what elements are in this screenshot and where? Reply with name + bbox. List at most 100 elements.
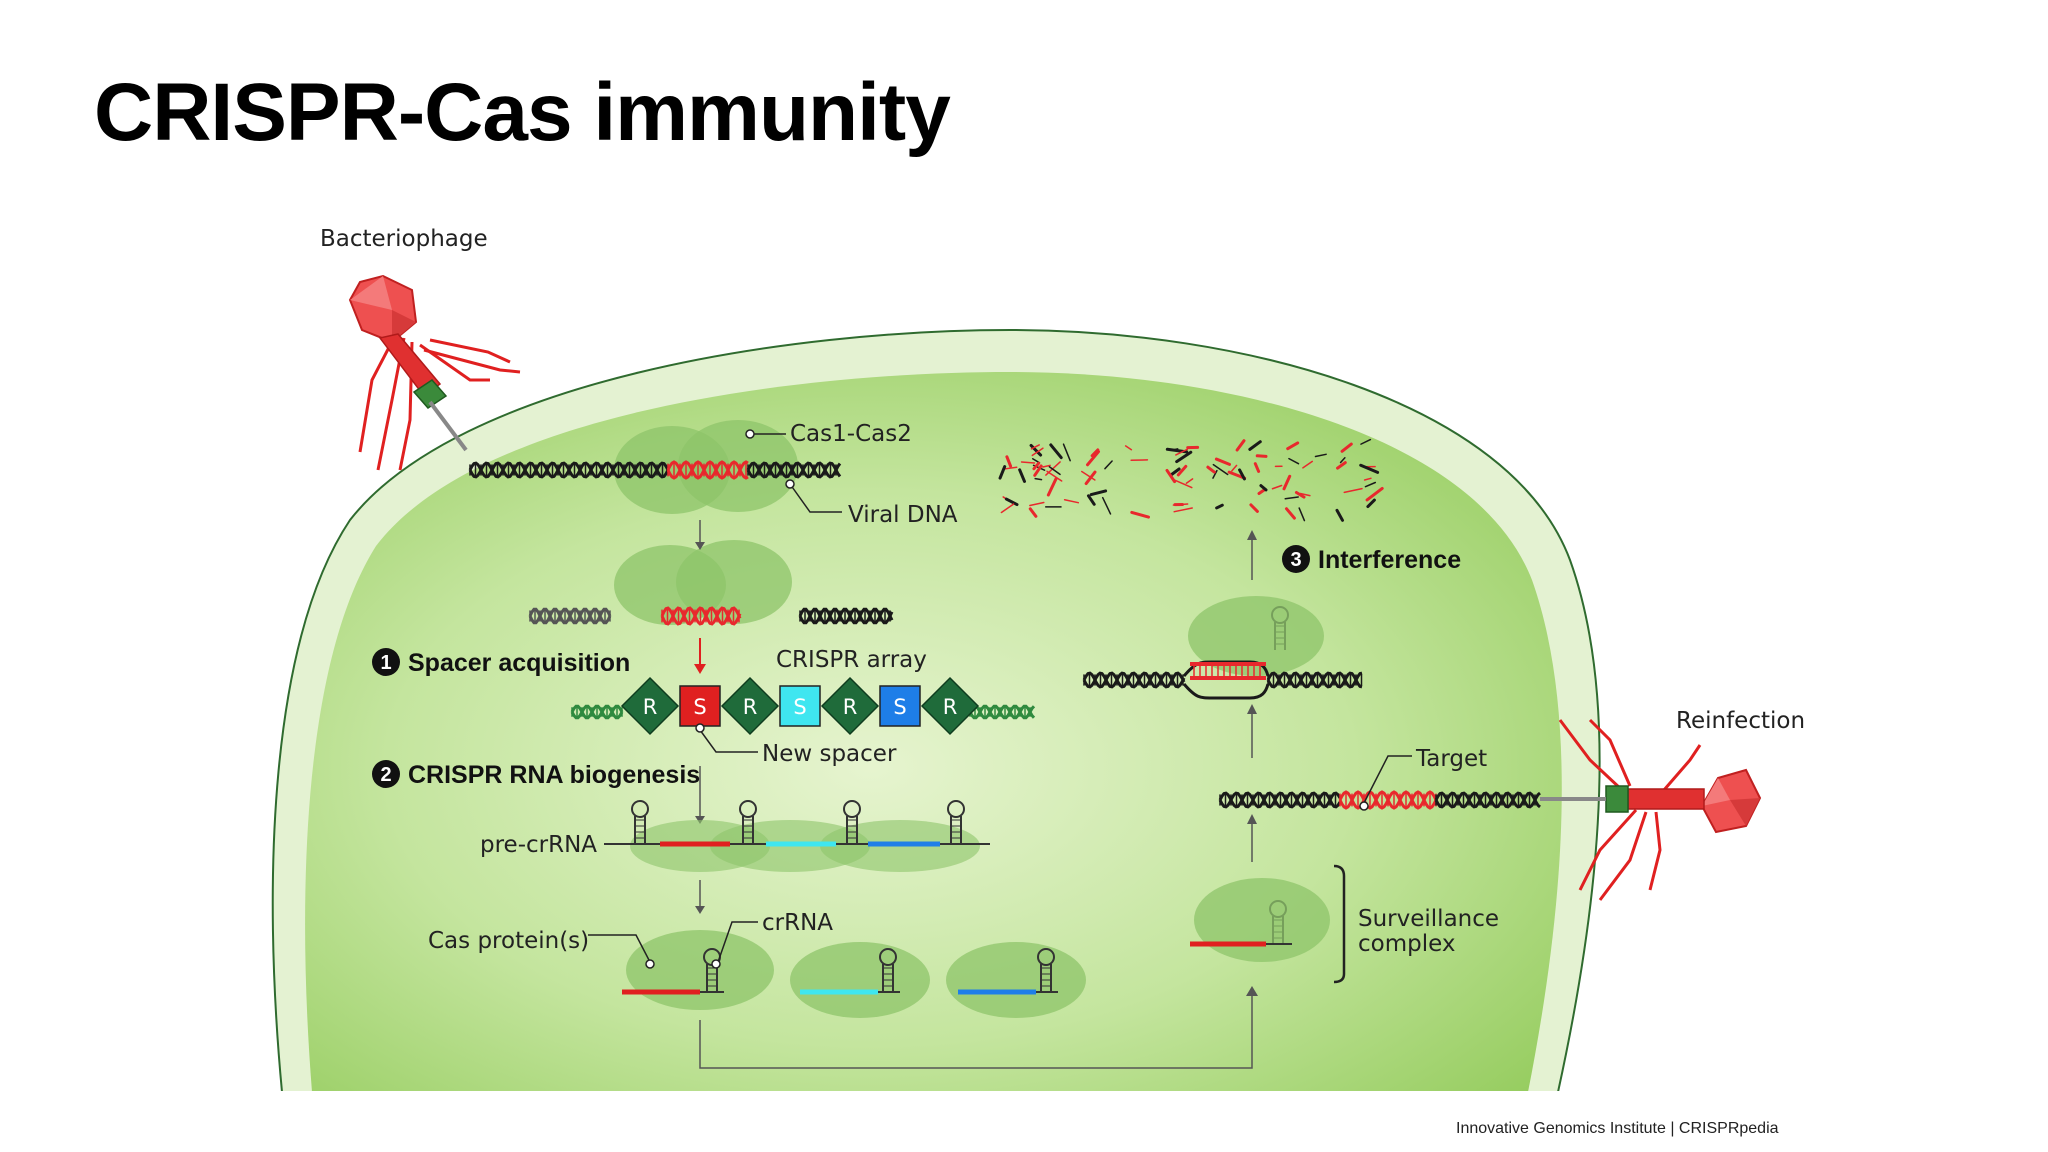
array-unit-spacer: S (679, 685, 721, 727)
interference-dna-left (1082, 671, 1186, 689)
dna-debris (1030, 444, 1040, 450)
dna-debris (1257, 488, 1266, 496)
dna-debris (1176, 464, 1188, 477)
pre-crrna-label: pre-crRNA (480, 832, 597, 858)
fragment-right (798, 607, 894, 625)
dna-debris (1259, 484, 1268, 492)
crrna-hairpin-2 (1037, 948, 1055, 992)
dna-debris (1235, 439, 1246, 452)
dna-debris (1231, 464, 1238, 472)
target-dna-black-left (1218, 791, 1342, 809)
dna-debris (1284, 507, 1296, 520)
surveillance-label-line2: complex (1358, 931, 1455, 957)
interference-dna (1082, 660, 1363, 700)
dna-debris (1302, 460, 1314, 469)
dna-debris (1185, 478, 1194, 485)
dna-debris (1360, 438, 1372, 445)
hairpin-3 (947, 800, 965, 844)
array-unit-repeat: R (920, 676, 980, 736)
dna-debris (1063, 498, 1080, 504)
step-1-label: Spacer acquisition (408, 649, 630, 677)
dna-debris (1081, 470, 1096, 481)
step-1-badge (372, 648, 400, 676)
crrna-complex-blue (946, 942, 1086, 1018)
dna-debris (1101, 496, 1112, 515)
bacteriophage-icon (348, 274, 521, 471)
dna-debris (1086, 450, 1100, 467)
dna-debris (1288, 457, 1300, 465)
viral-dna-black-left (468, 461, 670, 479)
dna-debris (1062, 443, 1071, 462)
svg-text:1: 1 (380, 652, 391, 674)
dna-debris (1165, 468, 1177, 484)
dna-debris (1018, 468, 1026, 483)
step-1: 1 Spacer acquisition (372, 648, 630, 677)
dna-debris (1298, 507, 1306, 522)
dna-debris (1284, 496, 1299, 500)
dna-debris (1365, 486, 1384, 502)
dna-debris (1175, 450, 1193, 464)
repeat-hairpins (631, 800, 965, 844)
dna-debris (1359, 463, 1380, 474)
cas-complex-acquisition (614, 540, 792, 625)
dna-debris (1046, 477, 1058, 497)
viral-dna-red-segment (666, 460, 749, 480)
dna-debris (1174, 479, 1193, 489)
target-label: Target (1415, 746, 1487, 772)
array-unit-letter: S (893, 695, 906, 719)
dna-debris (1336, 461, 1347, 470)
hairpin-1 (739, 800, 757, 844)
dna-debris (998, 465, 1007, 480)
dna-debris (1031, 447, 1044, 457)
array-unit-repeat: R (720, 676, 780, 736)
pre-crrna (604, 820, 990, 872)
svg-text:3: 3 (1290, 549, 1301, 571)
array-unit-letter: R (943, 695, 958, 719)
svg-text:2: 2 (380, 764, 391, 786)
array-unit-repeat: R (620, 676, 680, 736)
dna-debris (1049, 443, 1063, 460)
dna-debris (1029, 443, 1043, 457)
array-unit-spacer: S (779, 685, 821, 727)
surveillance-complex (1190, 878, 1330, 962)
dna-debris (1214, 457, 1231, 466)
array-unit-letter: R (743, 695, 758, 719)
dna-debris (1130, 510, 1150, 519)
dna-debris (1249, 503, 1259, 513)
new-spacer-label: New spacer (762, 741, 897, 767)
dna-debris (1212, 469, 1218, 479)
dna-debris (1212, 463, 1229, 476)
dna-debris (1363, 477, 1372, 481)
dna-debris (1084, 470, 1097, 486)
dna-debris (1215, 503, 1224, 510)
callout-dots (645, 429, 1369, 969)
crrna-complex-red (622, 930, 774, 1010)
dna-debris (1090, 448, 1100, 458)
array-flank-right (968, 704, 1036, 720)
dna-debris (1028, 507, 1038, 518)
dna-debris (1253, 462, 1261, 473)
dna-debris (1314, 453, 1327, 458)
phage-tail-fibers-right (1558, 718, 1702, 901)
dna-debris (1104, 460, 1113, 470)
dna-debris (1206, 465, 1216, 474)
dna-debris (1000, 503, 1015, 514)
array-unit-letter: R (643, 695, 658, 719)
viral-dna-strand (468, 460, 842, 480)
array-unit-spacer: S (879, 685, 921, 727)
crrna-hairpin-1 (879, 948, 897, 992)
dna-debris (1169, 467, 1181, 477)
dna-debris (1033, 464, 1043, 477)
target-dna-black-right (1434, 791, 1541, 809)
fragment-spacer (660, 606, 742, 626)
target-dna (1218, 790, 1541, 810)
cell-interior (305, 372, 1562, 1092)
dna-debris (1032, 461, 1041, 471)
dna-debris (1282, 474, 1292, 491)
dna-debris (1238, 468, 1246, 481)
phage-baseplate (412, 379, 448, 409)
target-dna-red (1338, 790, 1438, 810)
image-credit: Innovative Genomics Institute | CRISPRpe… (1456, 1120, 1779, 1137)
dna-debris (1004, 497, 1019, 507)
